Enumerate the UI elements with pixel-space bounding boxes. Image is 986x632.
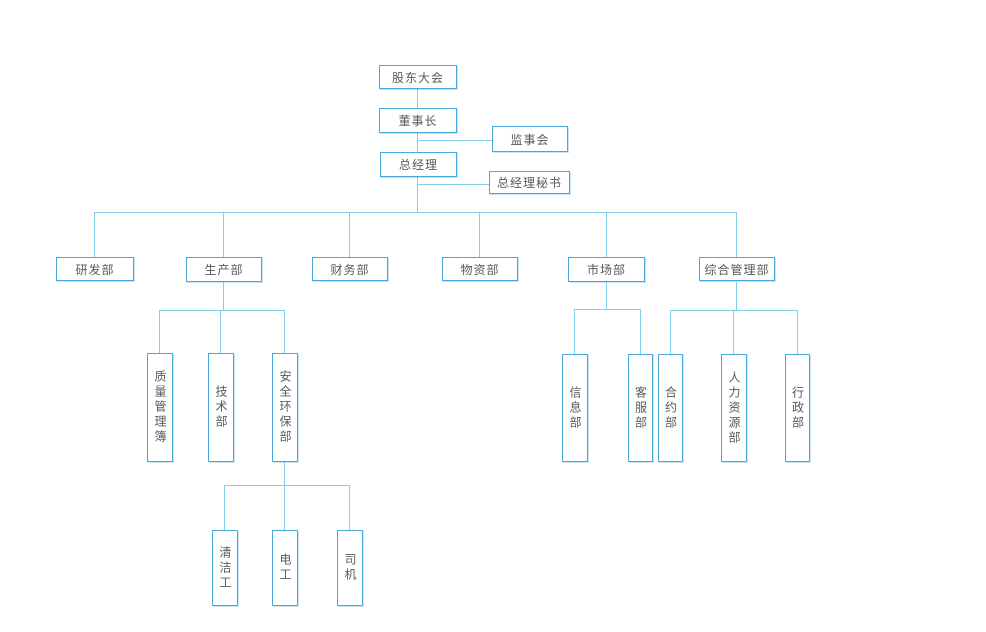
org-node-general-mgmt-dept[interactable]: 综合管理部 (699, 257, 775, 281)
org-node-info-dept[interactable]: 信息部 (562, 354, 588, 462)
connector-line (417, 89, 418, 108)
connector-line (224, 485, 350, 486)
org-node-general-manager[interactable]: 总经理 (380, 152, 457, 177)
org-node-electrician[interactable]: 电工 (272, 530, 298, 606)
org-node-production-dept[interactable]: 生产部 (186, 257, 262, 282)
org-node-tech-dept[interactable]: 技术部 (208, 353, 234, 462)
org-node-gm-secretary[interactable]: 总经理秘书 (489, 171, 570, 194)
connector-line (94, 212, 736, 213)
connector-line (574, 309, 575, 354)
connector-line (349, 485, 350, 530)
connector-line (574, 309, 641, 310)
connector-line (417, 177, 418, 212)
connector-line (223, 212, 224, 257)
connector-line (640, 309, 641, 354)
connector-line (159, 310, 285, 311)
org-node-shareholders-meeting[interactable]: 股东大会 (379, 65, 457, 89)
connector-line (417, 140, 492, 141)
org-node-market-dept[interactable]: 市场部 (568, 257, 645, 282)
org-node-hr-dept[interactable]: 人力资源部 (721, 354, 747, 462)
connector-line (349, 212, 350, 257)
connector-line (479, 212, 480, 257)
org-node-safety-env-dept[interactable]: 安全环保部 (272, 353, 298, 462)
connector-line (224, 485, 225, 530)
connector-line (223, 282, 224, 310)
connector-line (736, 282, 737, 310)
org-node-finance-dept[interactable]: 财务部 (312, 257, 388, 281)
org-node-driver[interactable]: 司机 (337, 530, 363, 606)
org-node-cleaner[interactable]: 清洁工 (212, 530, 238, 606)
connector-line (606, 212, 607, 257)
connector-line (284, 310, 285, 353)
connector-line (670, 310, 671, 354)
connector-line (417, 133, 418, 152)
connector-line (159, 310, 160, 353)
org-node-contract-dept[interactable]: 合约部 (658, 354, 683, 462)
org-node-chairman[interactable]: 董事长 (379, 108, 457, 133)
org-node-materials-dept[interactable]: 物资部 (442, 257, 518, 281)
connector-line (736, 212, 737, 257)
connector-line (733, 310, 734, 354)
org-node-admin-dept[interactable]: 行政部 (785, 354, 810, 462)
org-node-supervisory-board[interactable]: 监事会 (492, 126, 568, 152)
connector-line (94, 212, 95, 257)
org-node-customer-service-dept[interactable]: 客服部 (628, 354, 653, 462)
connector-line (284, 485, 285, 530)
connector-line (220, 310, 221, 353)
org-node-rd-dept[interactable]: 研发部 (56, 257, 134, 281)
connector-line (417, 184, 489, 185)
connector-line (606, 282, 607, 309)
connector-line (797, 310, 798, 354)
org-node-quality-mgmt-register[interactable]: 质量管理簿 (147, 353, 173, 462)
connector-line (284, 462, 285, 485)
